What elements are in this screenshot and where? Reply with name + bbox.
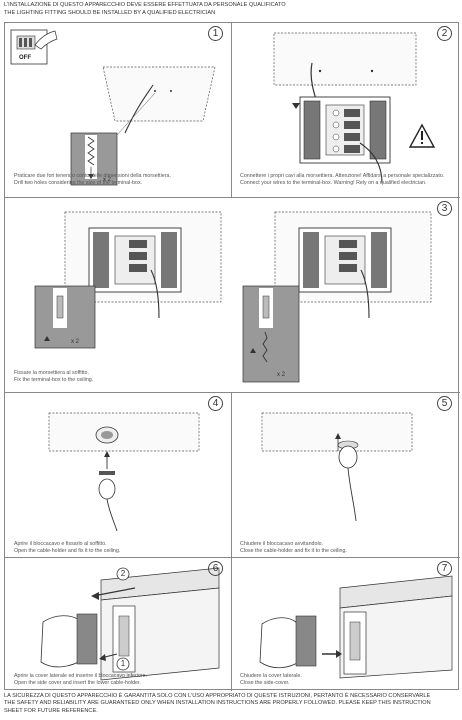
header-english: THE LIGHTING FITTING SHOULD BE INSTALLED… — [4, 9, 216, 16]
step-6-marker-2: 2 — [120, 569, 126, 578]
step-2-panel: 2 Connettere i propri cavi alla morsetti… — [232, 23, 460, 198]
step-3-number: 3 — [437, 201, 452, 216]
header-italian: L'INSTALLAZIONE DI QUESTO APPARECCHIO DE… — [4, 2, 286, 8]
step-7-illustration — [259, 575, 453, 679]
step-4-number: 4 — [208, 396, 223, 411]
step-7-panel: 7 Chiudere la cover laterale. Close the … — [232, 558, 460, 691]
step-1-panel: OFF x 2 1 Praticare due fori tenendo con… — [5, 23, 232, 198]
step-3-caption: Fissare la morsettiera al soffitto. Fix … — [14, 370, 214, 384]
step-5-panel: 5 Chiudere il bloccacavo avvitandolo. Cl… — [232, 393, 460, 558]
step-2-caption-it: Connettere i propri cavi alla morsettier… — [240, 173, 445, 179]
step-4-caption: Aprire il bloccacavo e fissarlo al soffi… — [14, 541, 214, 555]
footer-english-1: THE SAFETY AND RELIABILITY ARE GUARANTEE… — [4, 700, 431, 707]
step-6-number: 6 — [208, 561, 223, 576]
safety-footer: LA SICUREZZA DI QUESTO APPARECCHIO È GAR… — [4, 693, 431, 715]
step-2-number: 2 — [437, 26, 452, 41]
step-5-illustration — [261, 412, 413, 522]
step-1-illustration: OFF x 2 — [10, 29, 216, 186]
step-5-number: 5 — [437, 396, 452, 411]
step-5-caption-en: Close the cable-holder and fix it to the… — [240, 548, 347, 554]
step-7-caption-it: Chiudere la cover laterale. — [240, 673, 302, 679]
step-3-caption-en: Fix the terminal-box to the ceiling. — [14, 377, 94, 383]
step-1-caption-it: Praticare due fori tenendo conto delle d… — [14, 173, 171, 179]
step-6-caption: Aprire la cover laterale ed inserire il … — [14, 673, 224, 687]
off-label: OFF — [19, 55, 31, 61]
step-1-quantity: x 2 — [103, 177, 112, 183]
step-7-caption-en: Close the side-cover. — [240, 680, 290, 686]
step-6-illustration — [40, 567, 220, 681]
step-7-number: 7 — [437, 561, 452, 576]
step-2-caption: Connettere i propri cavi alla morsettier… — [240, 173, 454, 187]
step-2-caption-en: Connect your wires to the terminal-box. … — [240, 180, 427, 186]
step-4-panel: 4 Aprire il bloccacavo e fissarlo al sof… — [5, 393, 232, 558]
step-4-caption-en: Open the cable-holder and fix it to the … — [14, 548, 121, 554]
step-1-caption: Praticare due fori tenendo conto delle d… — [14, 173, 214, 187]
step-5-caption: Chiudere il bloccacavo avvitandolo. Clos… — [240, 541, 450, 555]
safety-header: L'INSTALLAZIONE DI QUESTO APPARECCHIO DE… — [4, 2, 286, 17]
step-6-caption-en: Open the side cover and insert the lower… — [14, 680, 141, 686]
step-6-panel: 2 1 6 Aprire la cover laterale ed inseri… — [5, 558, 232, 691]
step-3-illustration: x 2 x 2 — [34, 211, 432, 383]
instruction-grid: OFF x 2 1 Praticare due fori tenendo con… — [4, 22, 460, 691]
footer-english-2: SHEET FOR FUTURE REFERENCE. — [4, 707, 98, 714]
step-7-caption: Chiudere la cover laterale. Close the si… — [240, 673, 450, 687]
step-3-panel: x 2 x 2 3 Fissare la morsettiera al soff… — [5, 198, 460, 393]
step-6-caption-it: Aprire la cover laterale ed inserire il … — [14, 673, 148, 679]
step-2-illustration — [273, 32, 436, 184]
step-6-marker-1: 1 — [120, 659, 126, 668]
step-5-caption-it: Chiudere il bloccacavo avvitandolo. — [240, 541, 324, 547]
step-1-caption-en: Drill two holes considering the size of … — [14, 180, 143, 186]
step-3-caption-it: Fissare la morsettiera al soffitto. — [14, 370, 89, 376]
footer-italian: LA SICUREZZA DI QUESTO APPARECCHIO È GAR… — [4, 693, 431, 699]
step-3-quantity-left: x 2 — [71, 339, 80, 345]
step-3-quantity-right: x 2 — [277, 372, 286, 378]
step-1-number: 1 — [208, 26, 223, 41]
step-4-caption-it: Aprire il bloccacavo e fissarlo al soffi… — [14, 541, 107, 547]
step-4-illustration — [48, 412, 200, 532]
